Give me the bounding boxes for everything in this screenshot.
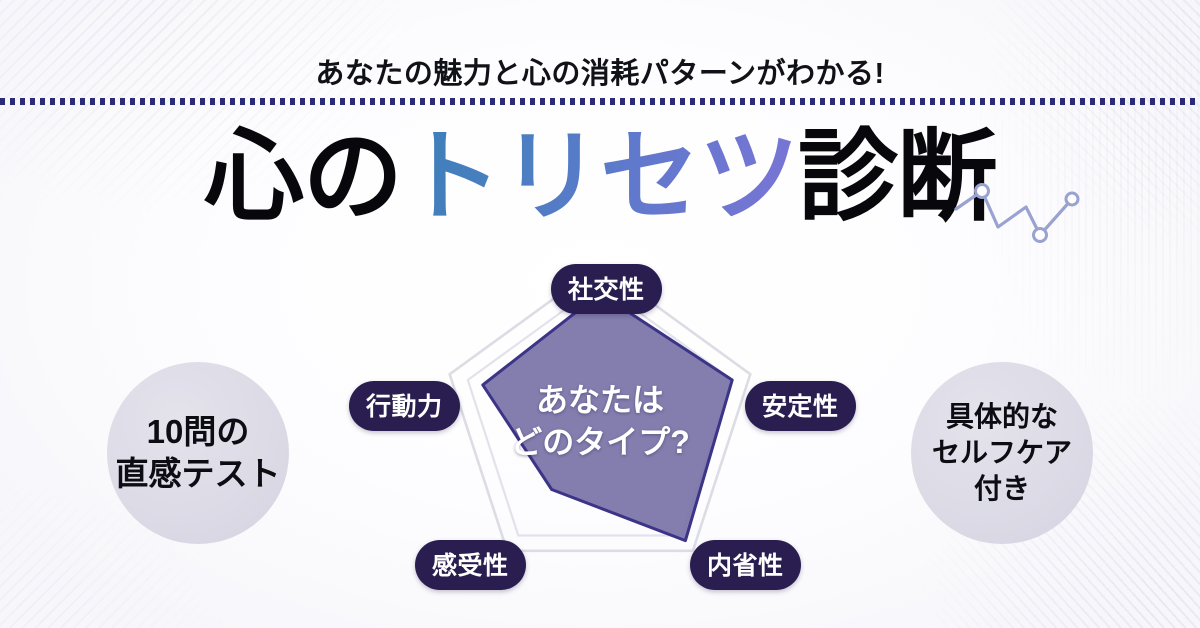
badge-right-line1: 具体的な	[945, 401, 1058, 433]
axis-label-stability-text: 安定性	[762, 393, 839, 421]
subtitle-text: あなたの魅力と心の消耗パターンがわかる!	[315, 58, 885, 90]
radar-data-polygon	[481, 291, 734, 543]
title-segment-shindan: 診断	[798, 121, 997, 233]
badge-question-count: 10問の 直感テスト	[107, 362, 289, 544]
title-line: 心のトリセツ診断	[204, 121, 997, 233]
axis-label-sociability[interactable]: 社交性	[551, 264, 662, 314]
radar-grid-ring-outer	[448, 263, 752, 553]
badge-right-line3: 付き	[973, 472, 1030, 504]
badge-left-line2: 直感テスト	[115, 455, 281, 492]
radar-chart-svg	[448, 263, 752, 553]
axis-label-introspection-text: 内省性	[707, 552, 784, 580]
badge-selfcare: 具体的な セルフケア 付き	[911, 362, 1093, 544]
axis-label-action-text: 行動力	[366, 393, 443, 421]
title-segment-kokoro: 心の	[204, 121, 403, 233]
axis-label-sensitivity[interactable]: 感受性	[415, 540, 526, 590]
badge-left-line1: 10問の	[146, 412, 250, 450]
axis-label-sensitivity-text: 感受性	[432, 552, 509, 580]
subtitle-block: あなたの魅力と心の消耗パターンがわかる!	[0, 58, 1200, 106]
line-graph-decoration-icon	[954, 183, 1080, 243]
dotted-underline	[0, 98, 1200, 106]
page-title: 心のトリセツ診断	[0, 124, 1200, 230]
badge-right-line2: セルフケア	[931, 437, 1072, 469]
axis-label-sociability-text: 社交性	[568, 276, 645, 304]
axis-label-stability[interactable]: 安定性	[745, 381, 856, 431]
title-segment-torisetsu: トリセツ	[402, 121, 799, 233]
axis-label-action[interactable]: 行動力	[349, 381, 460, 431]
axis-label-introspection[interactable]: 内省性	[690, 540, 801, 590]
